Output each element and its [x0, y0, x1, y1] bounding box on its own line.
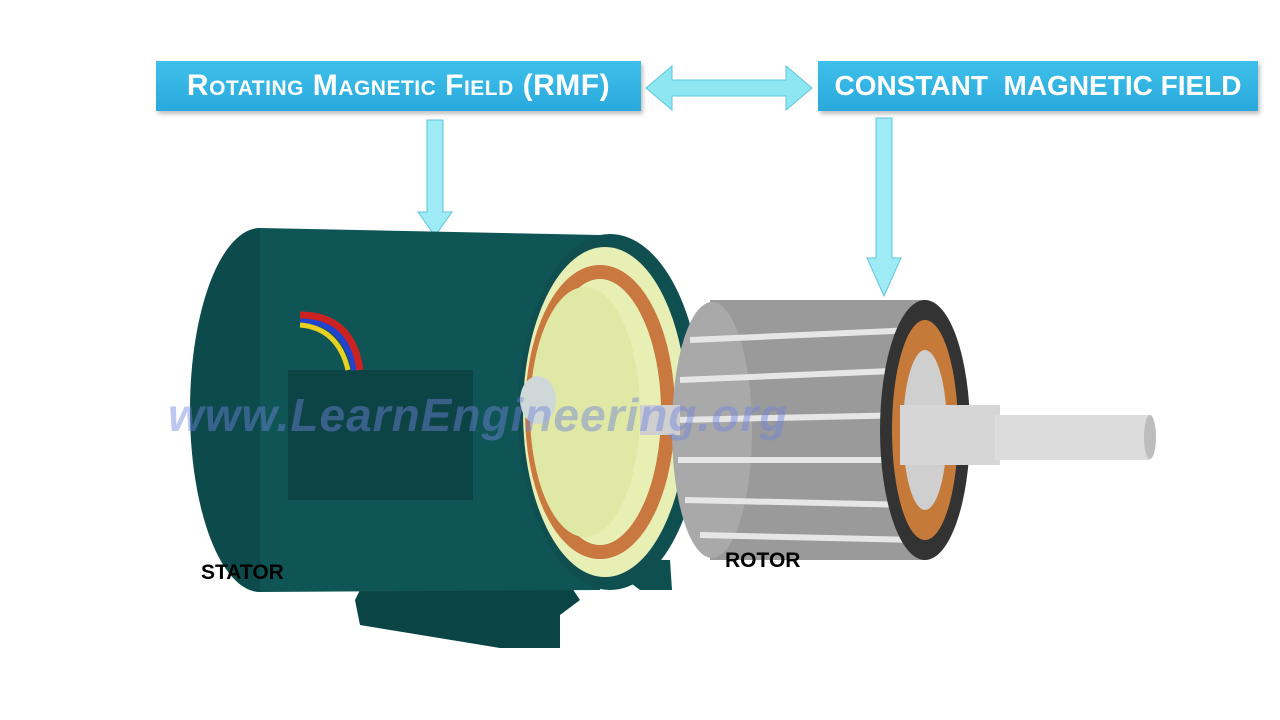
double-arrow [645, 64, 813, 112]
rotating-magnetic-field-label: Rotating Magnetic Field (RMF) [156, 61, 641, 111]
rotor-label: ROTOR [725, 549, 801, 572]
stator-label: STATOR [201, 561, 284, 584]
arrow-down-rotor [866, 117, 902, 298]
constant-magnetic-field-label: CONSTANT MAGNETIC FIELD [818, 61, 1258, 111]
watermark: www.LearnEngineering.org [168, 389, 789, 441]
rotor-body [640, 300, 1156, 560]
arrow-down-stator [417, 119, 453, 237]
stator-body [190, 228, 702, 648]
